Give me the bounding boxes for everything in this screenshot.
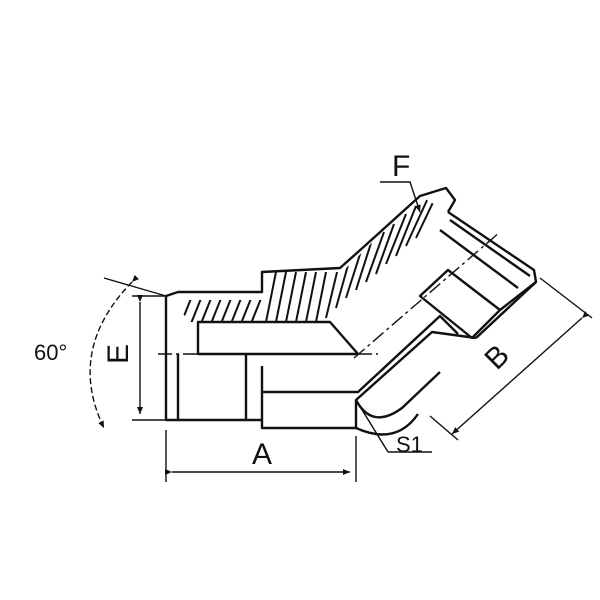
- elbow-curve-outer: [354, 371, 441, 419]
- dim-s1-leader: [355, 399, 389, 453]
- dim-b-line: [451, 311, 590, 435]
- elbow-curve-inner: [355, 413, 419, 436]
- head-outline-top: [447, 211, 538, 339]
- bore-mid: [260, 314, 459, 394]
- dim-f-label: F: [392, 150, 410, 183]
- male-thread-hatch: [179, 300, 262, 322]
- head-side: [499, 281, 537, 311]
- angle-label: 60°: [34, 340, 67, 365]
- left-stub-outline: [165, 186, 457, 298]
- nut-inner: [439, 219, 531, 289]
- inner-bore-top: [196, 320, 360, 356]
- dim-s1-label: S1: [396, 432, 423, 457]
- lower-body: [260, 330, 477, 430]
- dim-f-leader: [380, 181, 421, 213]
- dim-e-label: E: [102, 344, 135, 364]
- left-bore: [176, 354, 248, 420]
- dim-b-label: B: [479, 339, 516, 376]
- center-lines: [158, 231, 501, 359]
- fitting-body: [164, 186, 538, 436]
- dimension-lines: [89, 181, 593, 482]
- dim-a-label: A: [252, 438, 272, 471]
- angle-arc: [89, 274, 140, 429]
